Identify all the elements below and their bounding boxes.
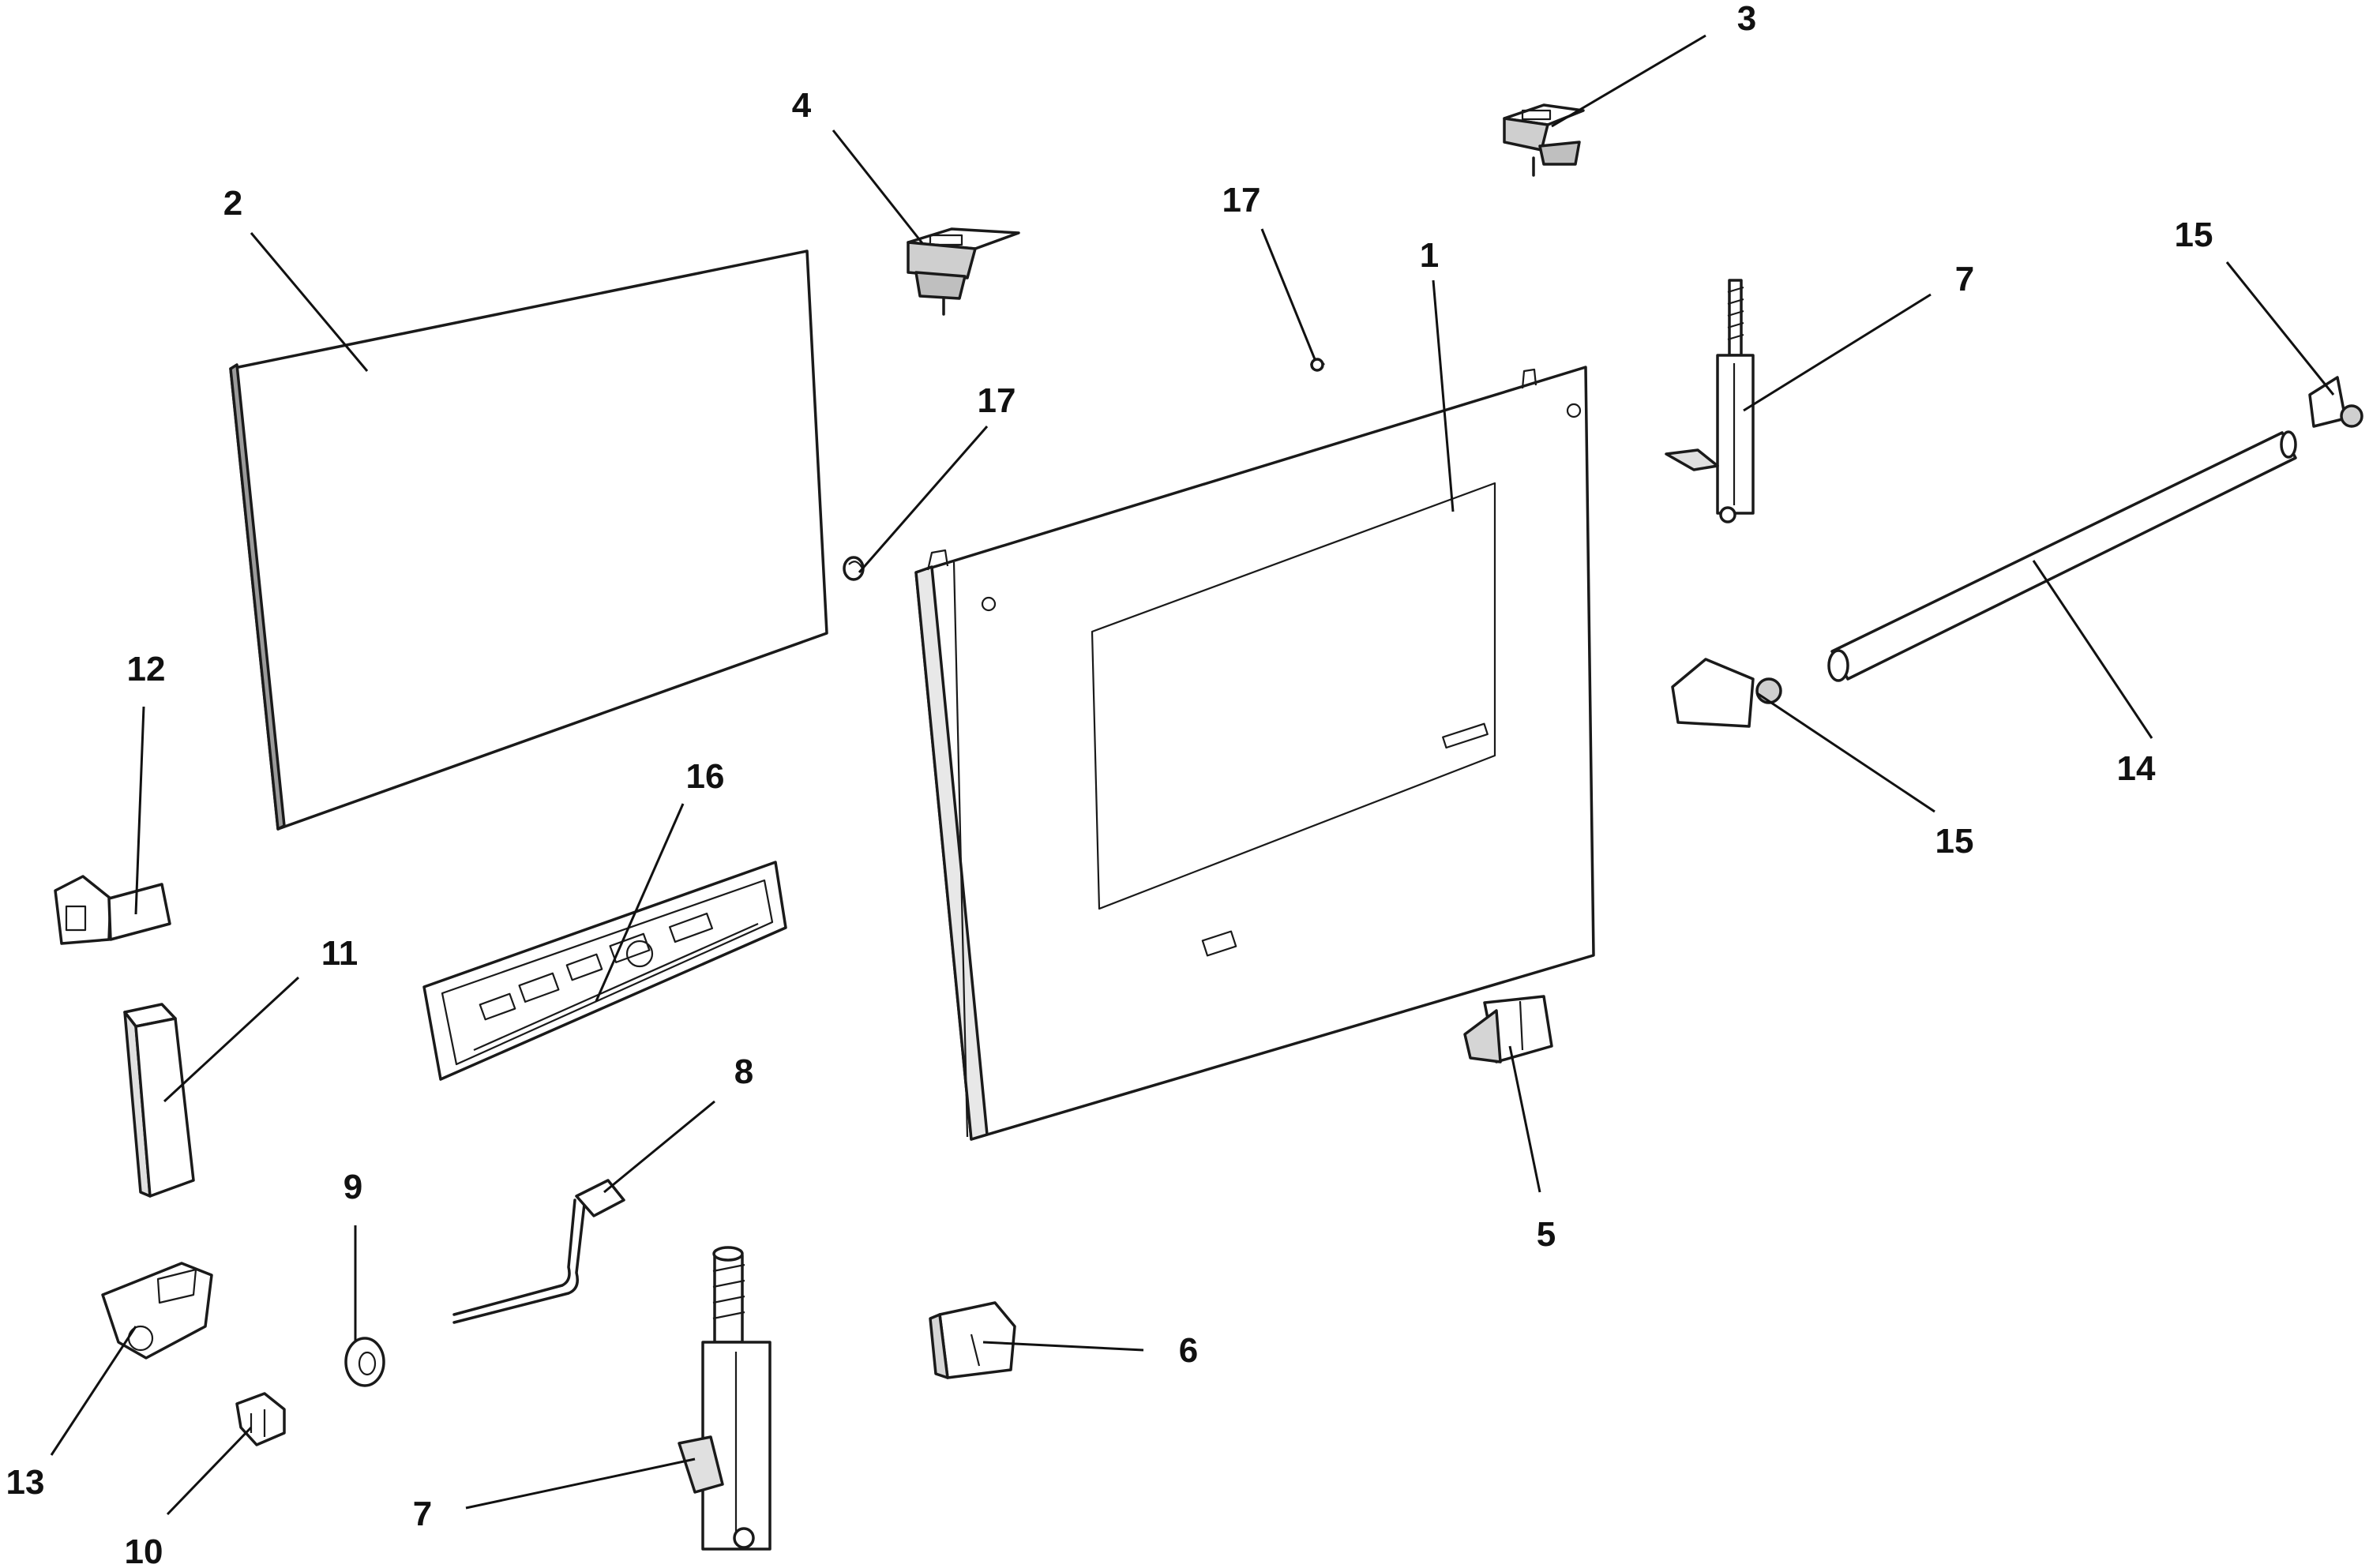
callout-11: 11: [321, 934, 359, 973]
leader-11: [163, 976, 300, 1103]
leader-2: [250, 232, 369, 372]
leader-17-lower: [858, 426, 989, 573]
part-16-control-board: [422, 861, 787, 1081]
part-14-handle-bar: [1827, 430, 2297, 682]
callout-3: 3: [1737, 0, 1756, 38]
callout-17-lower: 17: [978, 381, 1016, 420]
leader-lines: [50, 34, 2335, 1516]
callout-14: 14: [2117, 749, 2156, 788]
leader-3: [1551, 34, 1706, 128]
part-3-top-bracket: [1503, 103, 1585, 177]
callout-12: 12: [127, 650, 166, 688]
part-15-handle-bracket-top: [2308, 376, 2363, 428]
part-11-standoff-tube: [123, 1003, 195, 1198]
leader-5: [1508, 1045, 1541, 1193]
part-5-bottom-clip: [1463, 995, 1553, 1063]
part-15-handle-bracket-lower: [1671, 658, 1782, 728]
callout-9: 9: [344, 1168, 362, 1206]
callout-4: 4: [792, 86, 812, 125]
leader-6: [982, 1341, 1144, 1352]
callout-15-lower: 15: [1935, 822, 1974, 861]
callout-1: 1: [1420, 236, 1439, 275]
leader-7-lower: [465, 1457, 696, 1510]
part-13-end-cap: [101, 1262, 213, 1360]
callout-15-top: 15: [2175, 216, 2213, 254]
part-10-terminal-connector: [235, 1392, 286, 1446]
leader-13: [50, 1326, 137, 1456]
callout-7-lower: 7: [413, 1495, 432, 1533]
part-6-bottom-clip: [929, 1301, 1016, 1379]
callout-10: 10: [125, 1532, 163, 1568]
part-7-hinge-lower: [678, 1246, 772, 1551]
part-12-end-cap: [54, 875, 171, 945]
leader-1: [1432, 279, 1455, 512]
leader-4: [832, 129, 924, 244]
callout-16: 16: [686, 757, 725, 796]
callout-8: 8: [734, 1052, 753, 1091]
leader-17-upper: [1260, 228, 1316, 360]
callout-17-upper: 17: [1222, 181, 1261, 219]
part-4-top-bracket: [907, 227, 1020, 316]
part-17-clip-upper: [1310, 358, 1325, 372]
callout-labels: 1 2 3 4 5 6 7 7 8 9 10 11 12 13 14 15 15…: [6, 0, 2213, 1568]
callout-6: 6: [1179, 1331, 1198, 1370]
callout-7-upper: 7: [1955, 260, 1974, 298]
leader-8: [603, 1100, 715, 1194]
leader-14: [2032, 560, 2153, 739]
leader-10: [166, 1426, 253, 1516]
callout-5: 5: [1537, 1215, 1556, 1254]
part-9-spacer-ring: [344, 1337, 385, 1387]
leader-12: [134, 706, 145, 915]
part-17-clip-lower: [843, 556, 865, 581]
part-2-glass-panel: [229, 249, 828, 831]
part-8-wire-harness: [452, 1179, 625, 1324]
leader-7-upper: [1743, 293, 1932, 412]
callout-13: 13: [6, 1463, 45, 1502]
callout-2: 2: [223, 184, 242, 223]
leader-15-top: [2225, 261, 2335, 396]
part-7-hinge-upper: [1665, 279, 1755, 523]
leader-16: [595, 803, 685, 1002]
leader-15-lower: [1756, 692, 1935, 813]
part-1-door-panel: [914, 366, 1595, 1141]
